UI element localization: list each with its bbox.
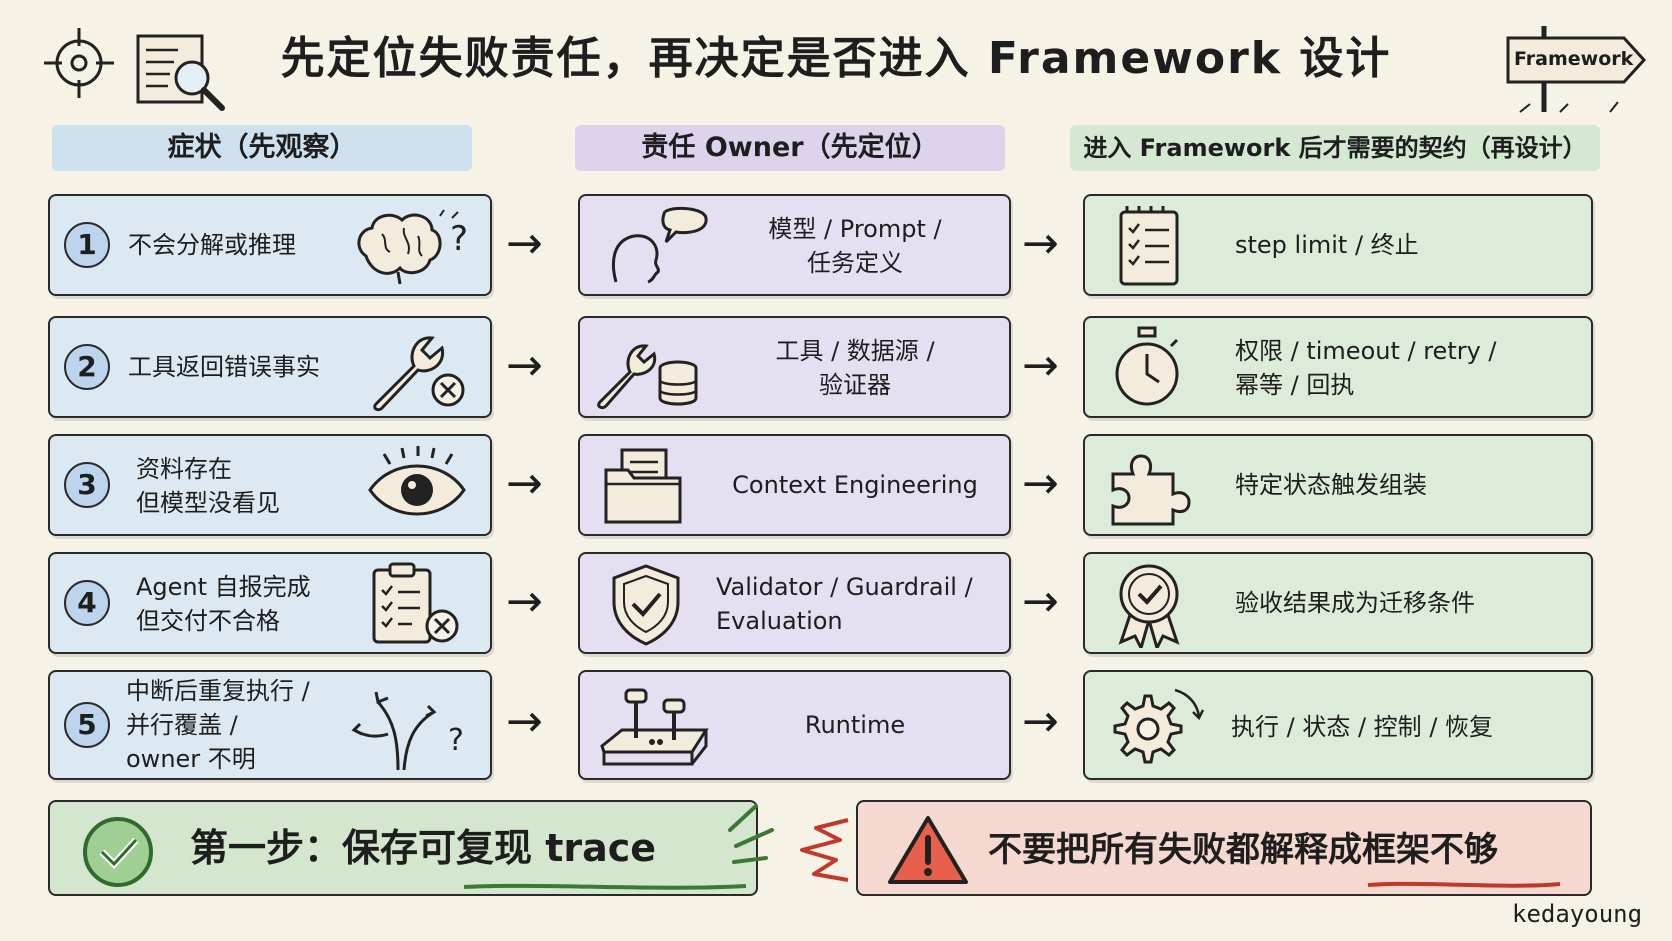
folder-documents-icon	[600, 446, 690, 532]
contract-text: 特定状态触发组装	[1235, 471, 1427, 499]
signpost-icon: Framework	[1500, 18, 1650, 118]
branching-arrows-icon: ?	[348, 680, 478, 778]
owner-text: Evaluation	[716, 607, 843, 635]
stopwatch-icon	[1107, 326, 1187, 416]
symptom-card-3: 3 资料存在 但模型没看见	[48, 434, 492, 536]
owner-card-2: 工具 / 数据源 / 验证器	[578, 316, 1011, 418]
row-number: 3	[64, 462, 110, 508]
symptom-text: owner 不明	[126, 745, 256, 773]
row-number: 2	[64, 344, 110, 390]
contract-card-5: 执行 / 状态 / 控制 / 恢复	[1083, 670, 1593, 780]
symptom-text: 但模型没看见	[136, 489, 280, 517]
owner-card-5: Runtime	[578, 670, 1011, 780]
first-step-text: 第一步：保存可复现 trace	[190, 826, 657, 870]
symptom-text: 但交付不合格	[136, 607, 280, 635]
column-header-contract: 进入 Framework 后才需要的契约（再设计）	[1070, 125, 1600, 171]
contract-text: 幂等 / 回执	[1235, 371, 1355, 399]
symptom-text: 工具返回错误事实	[128, 353, 320, 381]
arrow-icon: →	[506, 340, 543, 391]
arrow-icon: →	[1022, 696, 1059, 747]
contract-card-2: 权限 / timeout / retry / 幂等 / 回执	[1083, 316, 1593, 418]
svg-text:?: ?	[448, 723, 464, 758]
brain-question-icon: ?	[346, 204, 476, 292]
contract-text: step limit / 终止	[1235, 231, 1419, 259]
row-number: 5	[64, 702, 110, 748]
contract-card-3: 特定状态触发组装	[1083, 434, 1593, 536]
first-step-banner: 第一步：保存可复现 trace	[48, 800, 758, 896]
contract-text: 执行 / 状态 / 控制 / 恢复	[1231, 713, 1494, 741]
owner-card-4: Validator / Guardrail / Evaluation	[578, 552, 1011, 654]
contract-text: 验收结果成为迁移条件	[1235, 589, 1475, 617]
crosshair-icon	[38, 22, 120, 108]
contract-card-4: 验收结果成为迁移条件	[1083, 552, 1593, 654]
underline-mark	[1364, 876, 1564, 895]
shield-check-icon	[606, 562, 686, 652]
symptom-card-4: 4 Agent 自报完成 但交付不合格	[48, 552, 492, 654]
wrench-error-icon	[360, 326, 470, 416]
contract-card-1: step limit / 终止	[1083, 194, 1593, 296]
signpost-label: Framework	[1514, 48, 1634, 70]
symptom-card-1: 1 不会分解或推理 ?	[48, 194, 492, 296]
owner-text: 模型 / Prompt /	[768, 215, 942, 243]
owner-text: Validator / Guardrail /	[716, 573, 973, 601]
row-number: 4	[64, 580, 110, 626]
puzzle-piece-icon	[1103, 444, 1193, 534]
award-badge-icon	[1109, 560, 1189, 653]
checkmark-circle-icon	[80, 814, 156, 894]
symptom-text: 中断后重复执行 /	[126, 677, 310, 705]
arrow-icon: →	[1022, 340, 1059, 391]
row-number: 1	[64, 222, 110, 268]
underline-mark	[460, 878, 750, 897]
symptom-card-2: 2 工具返回错误事实	[48, 316, 492, 418]
column-header-owner: 责任 Owner（先定位）	[575, 125, 1005, 171]
svg-text:?: ?	[450, 219, 468, 259]
arrow-icon: →	[506, 696, 543, 747]
arrow-icon: →	[506, 218, 543, 269]
warning-banner: 不要把所有失败都解释成框架不够	[856, 800, 1592, 896]
wrench-database-icon	[592, 328, 702, 416]
owner-text: Runtime	[804, 711, 906, 739]
document-magnifier-icon	[132, 28, 232, 118]
arrow-icon: →	[1022, 458, 1059, 509]
warning-text: 不要把所有失败都解释成框架不够	[988, 830, 1498, 870]
owner-card-3: Context Engineering	[578, 434, 1011, 536]
zigzag-icon	[796, 810, 856, 890]
eye-icon	[362, 444, 472, 532]
emphasis-lines-icon	[722, 800, 778, 874]
symptom-card-5: 5 中断后重复执行 / 并行覆盖 / owner 不明 ?	[48, 670, 492, 780]
arrow-icon: →	[506, 458, 543, 509]
symptom-text: 不会分解或推理	[128, 231, 296, 259]
signature: kedayoung	[1512, 900, 1643, 928]
symptom-text: 并行覆盖 /	[126, 711, 238, 739]
page-title: 先定位失败责任，再决定是否进入 Framework 设计	[280, 33, 1392, 84]
contract-text: 权限 / timeout / retry /	[1235, 337, 1497, 365]
owner-text: 工具 / 数据源 /	[775, 337, 935, 365]
symptom-text: 资料存在	[136, 455, 232, 483]
clipboard-error-icon	[362, 560, 472, 652]
warning-triangle-icon	[886, 812, 970, 892]
person-speech-icon	[604, 204, 714, 292]
gear-refresh-icon	[1105, 684, 1205, 774]
checklist-clipboard-icon	[1111, 202, 1191, 294]
owner-text: Context Engineering	[732, 471, 978, 499]
arrow-icon: →	[1022, 218, 1059, 269]
symptom-text: Agent 自报完成	[136, 573, 311, 601]
column-header-symptom: 症状（先观察）	[52, 125, 472, 171]
arrow-icon: →	[1022, 576, 1059, 627]
owner-text: 验证器	[819, 371, 891, 399]
arrow-icon: →	[506, 576, 543, 627]
owner-card-1: 模型 / Prompt / 任务定义	[578, 194, 1011, 296]
control-panel-icon	[594, 680, 714, 778]
owner-text: 任务定义	[807, 249, 903, 277]
